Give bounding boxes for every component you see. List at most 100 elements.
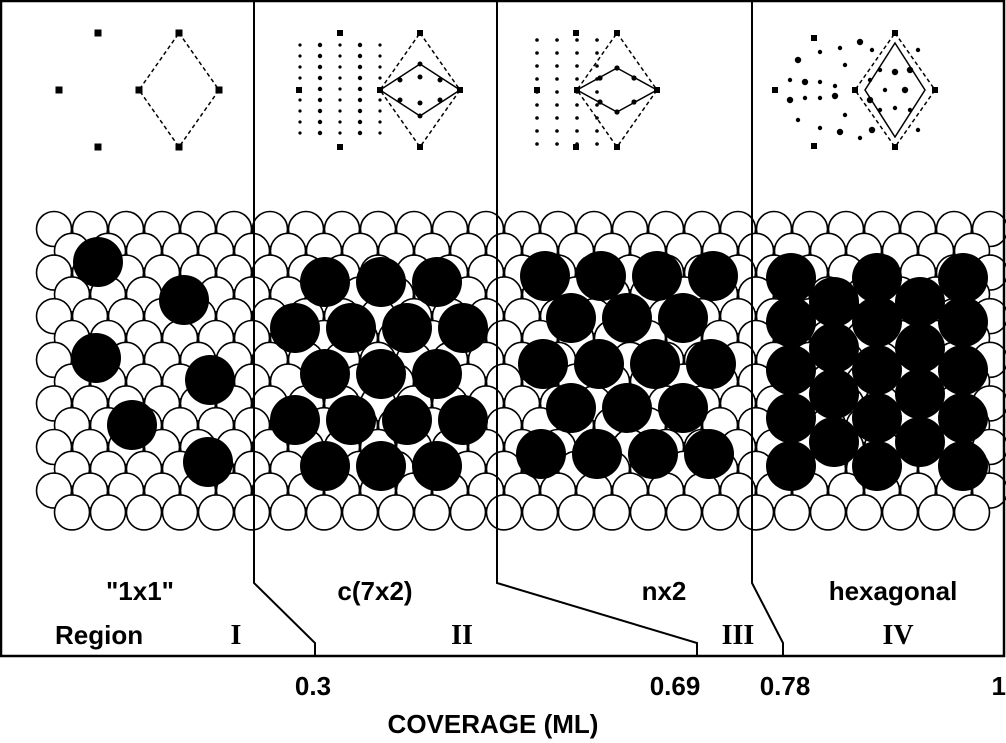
leed-spot-square [534,87,540,93]
adsorbate-atom [938,253,988,303]
adsorbate-atom [895,323,945,373]
leed-spot [535,51,539,55]
leed-spot [357,130,363,136]
leed-spot-square [94,29,102,37]
adsorbate-atom [73,237,123,287]
adsorbate-atom [852,253,902,303]
leed-spot [535,116,539,120]
unit-cell-solid [864,41,926,139]
leed-spot [417,61,423,67]
substrate-atom [305,494,343,531]
leed-spot [595,103,599,107]
adsorbate-atom [412,257,462,307]
region-3-structure: nx2 [642,576,687,606]
substrate-atom [629,494,667,531]
leed-spot [378,120,382,124]
leed-spot [298,98,302,102]
leed-spot [338,131,342,135]
leed-spot [437,77,443,83]
leed-spot [378,98,382,102]
adsorbate-atom [766,297,816,347]
leed-spot [892,105,898,111]
adsorbate-atom [809,277,859,327]
substrate-atom [737,494,775,531]
adsorbate-atom [938,393,988,443]
leed-spot [298,87,302,91]
region-2-structure: c(7x2) [337,576,412,606]
leed-spot [555,116,559,120]
adsorbate-atom [159,275,209,325]
region-3-numeral: III [722,620,755,651]
leed-spot [317,119,323,125]
leed-spot [877,67,883,73]
adsorbate-atom [938,441,988,491]
adsorbate-atom [766,441,816,491]
substrate-atom [125,494,163,531]
adsorbate-atom [766,345,816,395]
adsorbate-atom [516,429,566,479]
leed-spot [595,142,599,146]
substrate-atom [485,494,523,531]
leed-spot [801,78,809,86]
leed-spot [901,86,909,94]
leed-spot [397,97,403,103]
leed-spot [378,131,382,135]
leed-spot [831,92,839,100]
substrate-atom [701,494,739,531]
leed-spot [631,75,637,81]
adsorbate-atom [658,383,708,433]
leed-spot [357,75,363,81]
leed-spot-square [175,143,183,151]
adsorbate-atom [572,429,622,479]
leed-spot-square [892,144,898,150]
substrate-atom [377,494,415,531]
leed-spot [867,77,873,83]
leed-spot [868,126,876,134]
adsorbate-atom [630,339,680,389]
leed-spot [417,100,423,106]
leed-spot [555,51,559,55]
region-4-numeral: IV [882,620,913,651]
leed-spot [317,64,323,70]
leed-spot [437,97,443,103]
adsorbate-atom [326,395,376,445]
leed-spot [378,76,382,80]
leed-spot-square [337,144,343,150]
adsorbate-atom [852,345,902,395]
leed-spot [357,97,363,103]
substrate-atom [521,494,559,531]
leed-spot [338,54,342,58]
leed-spot-square [614,30,620,36]
leed-spot [338,65,342,69]
leed-spot-square [892,30,898,36]
leed-spot [357,64,363,70]
tick-label-1: 1 [992,671,1006,701]
leed-spot [891,68,899,76]
leed-spot [915,127,921,133]
leed-spot [338,98,342,102]
leed-spot [575,64,579,68]
leed-spot-square [852,87,858,93]
leed-spot [802,95,808,101]
region-1-structure: "1x1" [106,576,174,606]
leed-patterns [55,29,938,151]
substrate-atom [161,494,199,531]
adsorbate-atom [412,349,462,399]
leed-spot [595,38,599,42]
leed-spot [631,99,637,105]
leed-spot [786,96,794,104]
leed-spot [535,103,539,107]
substrate-atom [953,494,991,531]
leed-spot [575,90,579,94]
leed-spot [795,117,801,123]
leed-spot [614,109,620,115]
adsorbate-atom [576,251,626,301]
leed-spot [837,45,843,51]
leed-spot [555,90,559,94]
leed-spot [357,42,363,48]
leed-spot [842,62,848,68]
leed-spot-square [417,144,423,150]
leed-spot [856,38,864,46]
leed-spot-square [614,144,620,150]
